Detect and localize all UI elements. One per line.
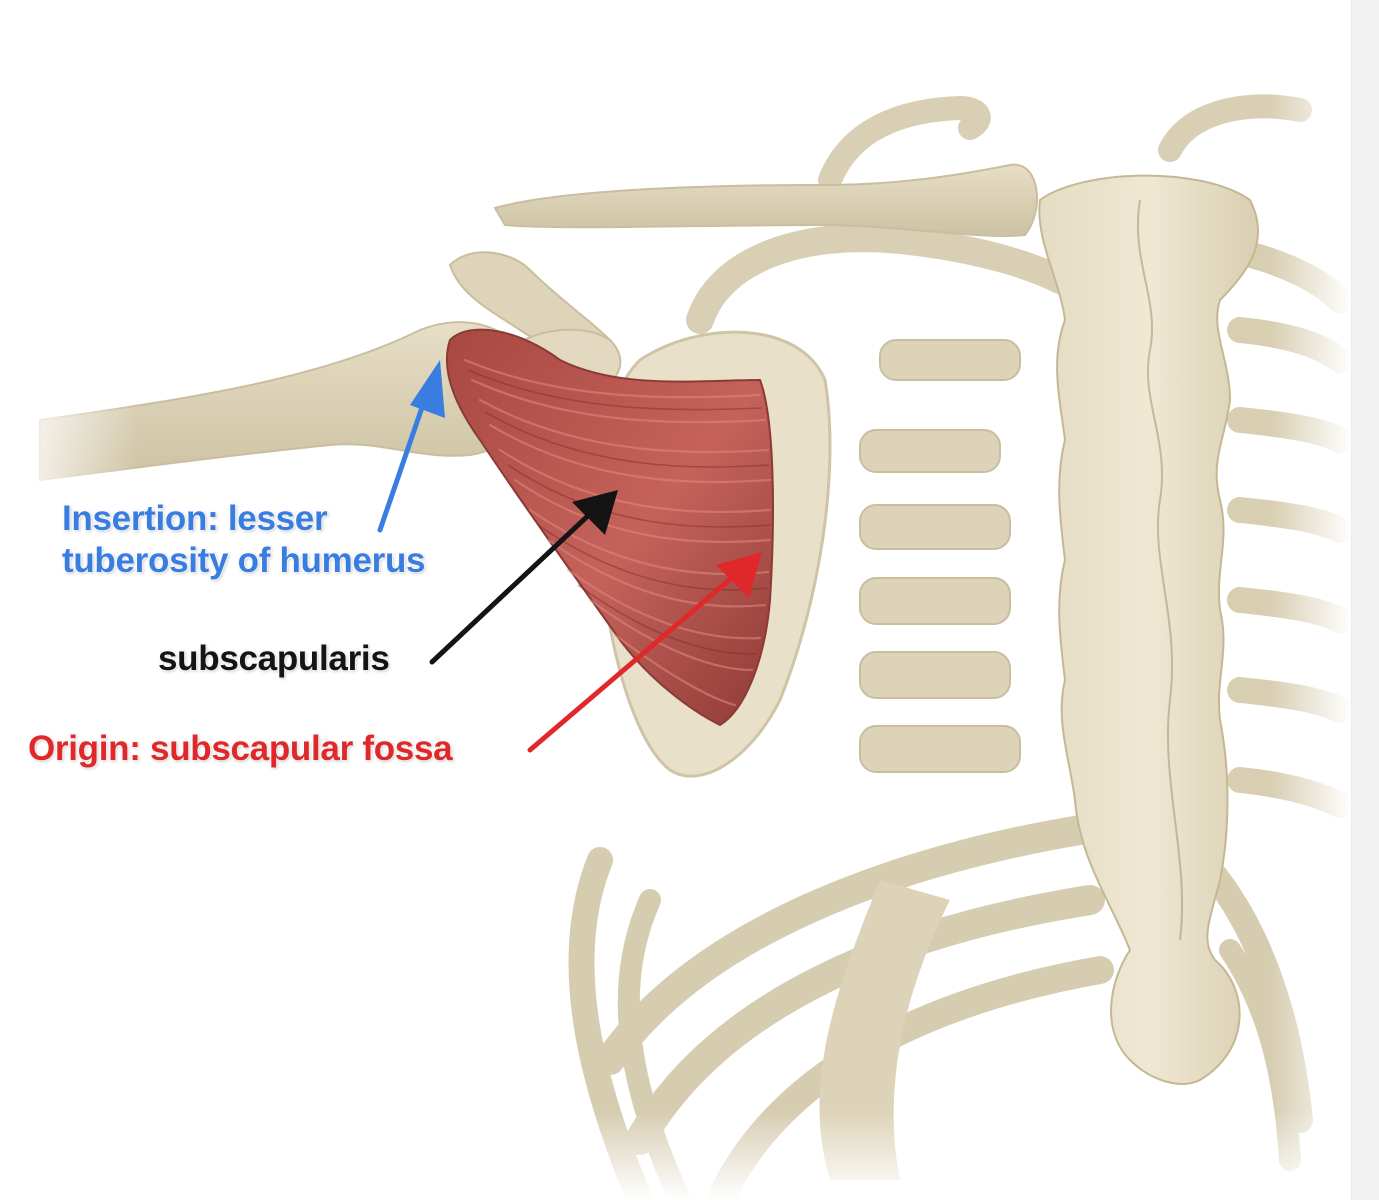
insertion-label-line-1: Insertion: lesser bbox=[62, 499, 328, 538]
right-fade bbox=[1270, 0, 1352, 1200]
sternum-crack bbox=[1136, 199, 1184, 941]
subscapularis-muscle bbox=[445, 328, 774, 727]
costal-cartilage bbox=[819, 880, 950, 1180]
sternum bbox=[1038, 174, 1259, 1085]
first-rib bbox=[686, 224, 1074, 334]
muscle-arrow bbox=[429, 490, 618, 665]
insertion-label-line-2: tuberosity of humerus bbox=[62, 541, 426, 580]
insertion-arrow bbox=[377, 360, 445, 533]
clavicle bbox=[493, 163, 1038, 238]
insertion-label: Insertion: lesser tuberosity of humerus bbox=[62, 498, 425, 582]
scrollbar-track[interactable] bbox=[1351, 0, 1379, 1200]
origin-label: Origin: subscapular fossa bbox=[28, 729, 453, 768]
muscle-label: subscapularis bbox=[158, 639, 390, 678]
bottom-fade bbox=[500, 1110, 1352, 1200]
left-rib-cartilages bbox=[859, 339, 1021, 773]
muscle-fibers bbox=[463, 358, 772, 707]
upper-rib-arc bbox=[818, 95, 991, 192]
origin-arrow bbox=[527, 552, 762, 753]
humerus-fade bbox=[0, 380, 140, 500]
